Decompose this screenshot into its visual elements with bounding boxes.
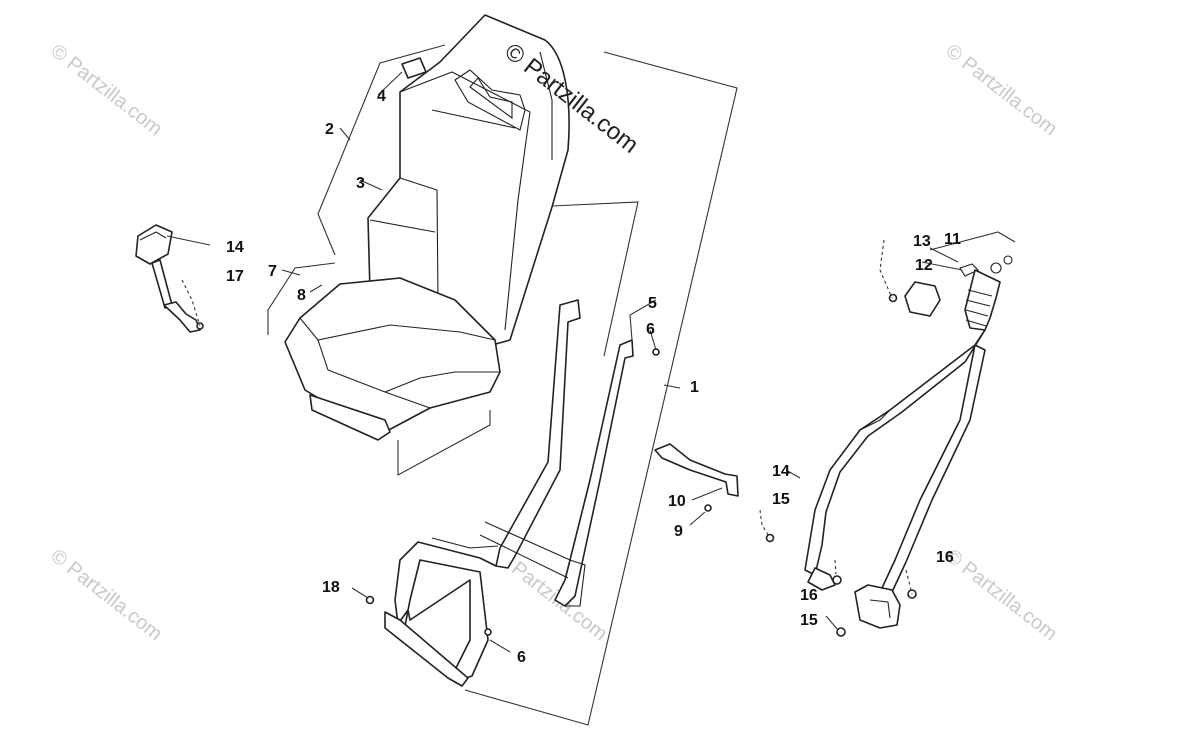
seatbelt-assembly-right: [804, 255, 1013, 629]
leader-dash: [181, 279, 201, 327]
callout-16b: 16: [936, 549, 954, 566]
callout-12: 12: [915, 257, 933, 274]
callout-11: 11: [944, 231, 961, 248]
leader-lines: [166, 71, 963, 653]
seat-frame: [384, 299, 634, 687]
leader-dash: [879, 239, 893, 299]
leader-dash: [834, 559, 837, 575]
callout-4: 4: [377, 88, 386, 105]
callout-9: 9: [674, 523, 683, 540]
group-bracket-frame: [464, 51, 738, 726]
hardware-bolts: [196, 293, 917, 637]
callout-8: 8: [297, 287, 306, 304]
callout-1: 1: [690, 379, 699, 396]
buckle-assembly-left: [135, 224, 201, 333]
group-bracket-frame-lower: [397, 410, 491, 476]
callout-16a: 16: [800, 587, 818, 604]
callout-17: 17: [226, 268, 244, 285]
callout-15b: 15: [800, 612, 818, 629]
callout-5: 5: [648, 295, 657, 312]
callout-6a: 6: [646, 321, 655, 338]
callout-6b: 6: [517, 649, 526, 666]
callout-14a: 14: [226, 239, 244, 256]
group-bracket-cushion: [267, 262, 336, 335]
callout-3: 3: [356, 175, 365, 192]
seat-clip: [401, 57, 427, 79]
callout-15a: 15: [772, 491, 790, 508]
callout-18: 18: [322, 579, 340, 596]
seat-back: [367, 14, 570, 346]
callout-2: 2: [325, 121, 334, 138]
group-bracket-frame-inner: [551, 201, 639, 357]
callout-14b: 14: [772, 463, 790, 480]
group-bracket-retractor: [929, 231, 1016, 251]
mounting-bracket: [654, 443, 739, 497]
leader-dash: [905, 569, 913, 595]
seat-cushion: [284, 277, 501, 441]
leader-dash: [759, 509, 771, 539]
callout-10: 10: [668, 493, 686, 510]
callout-13: 13: [913, 233, 931, 250]
callout-7: 7: [268, 263, 277, 280]
